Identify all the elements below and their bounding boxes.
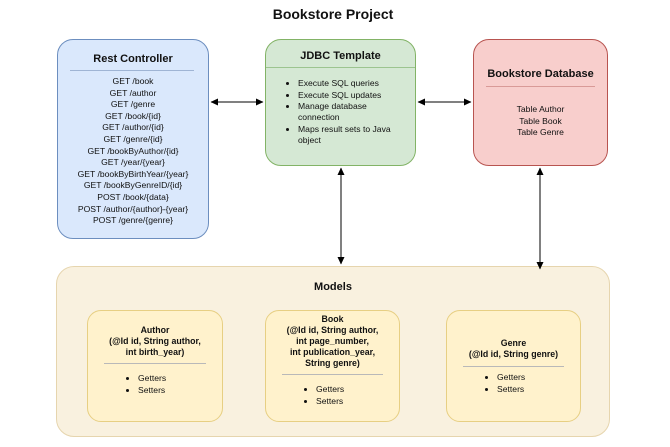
jdbc-template-divider [266, 67, 415, 68]
book-model-title: Book (@Id id, String author, int page_nu… [266, 314, 399, 369]
model-title-line: String genre) [305, 358, 360, 368]
model-title-line: int birth_year) [125, 347, 185, 357]
diagram-title: Bookstore Project [272, 6, 394, 22]
endpoint-item: GET /genre/{id} [103, 133, 163, 144]
table-item: Table Author [516, 104, 565, 114]
author-model-divider [104, 363, 206, 364]
method-item: Getters [497, 372, 525, 384]
database-box: Bookstore Database Table Author Table Bo… [473, 39, 608, 166]
author-method-list: Getters Setters [88, 373, 166, 396]
endpoint-item: GET /bookByAuthor/{id} [87, 145, 179, 156]
genre-model-divider [463, 366, 564, 367]
genre-model-title: Genre (@Id id, String genre) [447, 338, 580, 360]
jdbc-feature-item: Execute SQL queries [298, 78, 409, 89]
table-item: Table Book [519, 115, 562, 126]
table-list: Table Author Table Book Table Genre [474, 104, 607, 139]
jdbc-feature-item: Execute SQL updates [298, 90, 409, 101]
jdbc-template-box: JDBC Template Execute SQL queries Execut… [265, 39, 416, 166]
rest-controller-title: Rest Controller [93, 53, 173, 65]
jdbc-feature-item: Manage database connection [298, 101, 409, 123]
endpoint-item: GET /author [109, 87, 157, 98]
endpoint-item: POST /genre/{genre} [92, 215, 174, 226]
genre-model-box: Genre (@Id id, String genre) Getters Set… [446, 310, 581, 422]
author-model-box: Author (@Id id, String author, int birth… [87, 310, 223, 422]
method-item: Setters [497, 384, 525, 396]
book-method-list: Getters Setters [266, 384, 344, 407]
database-title: Bookstore Database [487, 68, 594, 80]
endpoint-item: GET /author/{id} [102, 122, 164, 133]
database-divider [486, 86, 595, 87]
jdbc-template-title: JDBC Template [300, 50, 381, 62]
method-item: Setters [316, 396, 344, 408]
model-title-line: int page_number, [296, 336, 369, 346]
model-title-line: (@Id id, String genre) [468, 349, 559, 359]
book-model-box: Book (@Id id, String author, int page_nu… [265, 310, 400, 422]
models-title: Models [314, 281, 352, 293]
model-title-line: (@Id id, String author, [286, 325, 379, 335]
table-item: Table Genre [517, 127, 564, 137]
endpoint-item: GET /book [112, 76, 154, 86]
endpoint-item: GET /year/{year} [101, 157, 165, 168]
rest-controller-divider [70, 70, 194, 71]
model-title-line: (@Id id, String author, [109, 336, 201, 346]
method-item: Setters [138, 385, 166, 397]
endpoint-item: GET /book/{id} [105, 110, 161, 121]
rest-controller-box: Rest Controller GET /book GET /author GE… [57, 39, 209, 239]
models-container: Models Author (@Id id, String author, in… [56, 266, 610, 437]
method-item: Getters [316, 384, 344, 396]
model-title-line: Genre [500, 338, 527, 348]
jdbc-feature-item: Maps result sets to Java object [298, 124, 409, 146]
author-model-title: Author (@Id id, String author, int birth… [88, 325, 222, 358]
endpoint-item: POST /author/{author}-{year} [77, 203, 189, 214]
endpoint-item: POST /book/{data} [97, 191, 169, 202]
model-title-line: Author [140, 325, 170, 335]
endpoint-item: GET /bookByGenreID/{id} [83, 180, 183, 191]
model-title-line: int publication_year, [289, 347, 376, 357]
genre-method-list: Getters Setters [447, 372, 525, 395]
endpoint-item: GET /bookByBirthYear/{year} [77, 168, 189, 179]
method-item: Getters [138, 373, 166, 385]
book-model-divider [282, 374, 383, 375]
endpoint-item: GET /genre [110, 99, 156, 110]
jdbc-feature-list: Execute SQL queries Execute SQL updates … [266, 78, 409, 146]
endpoint-list: GET /book GET /author GET /genre GET /bo… [58, 76, 208, 227]
model-title-line: Book [321, 314, 344, 324]
